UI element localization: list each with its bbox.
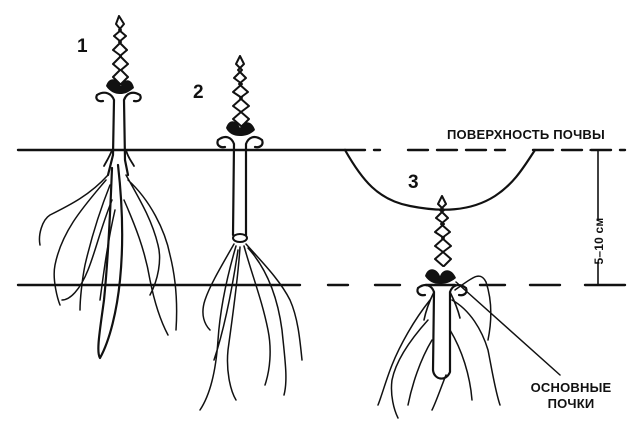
plant-1-shoot — [113, 16, 128, 88]
plant-2-roots — [200, 244, 302, 410]
plant-2 — [200, 56, 302, 410]
depth-label: 5–10 см — [592, 215, 606, 267]
plant-3-stem — [417, 285, 466, 379]
plant-2-number: 2 — [193, 82, 204, 104]
plant-3-number: 3 — [408, 172, 419, 194]
plant-1-number: 1 — [77, 36, 88, 58]
plant-3-shoot — [435, 196, 451, 266]
main-buds-pointer — [456, 282, 560, 375]
plant-3-buds — [425, 269, 456, 284]
plant-3-roots — [378, 276, 500, 418]
plant-2-buds — [226, 121, 255, 136]
main-buds-label-line-2: ПОЧКИ — [526, 396, 616, 412]
plant-2-stem — [217, 137, 262, 235]
main-buds-label: ОСНОВНЫЕ ПОЧКИ — [526, 380, 616, 412]
plant-2-cut-end — [233, 234, 247, 242]
soil-surface-label: ПОВЕРХНОСТЬ ПОЧВЫ — [447, 127, 605, 143]
plant-2-shoot — [233, 56, 249, 126]
plant-1 — [39, 16, 176, 358]
main-buds-label-line-1: ОСНОВНЫЕ — [526, 380, 616, 396]
plant-1-taproot — [98, 165, 122, 358]
plant-1-stem — [96, 93, 140, 175]
plant-1-buds — [106, 79, 134, 94]
